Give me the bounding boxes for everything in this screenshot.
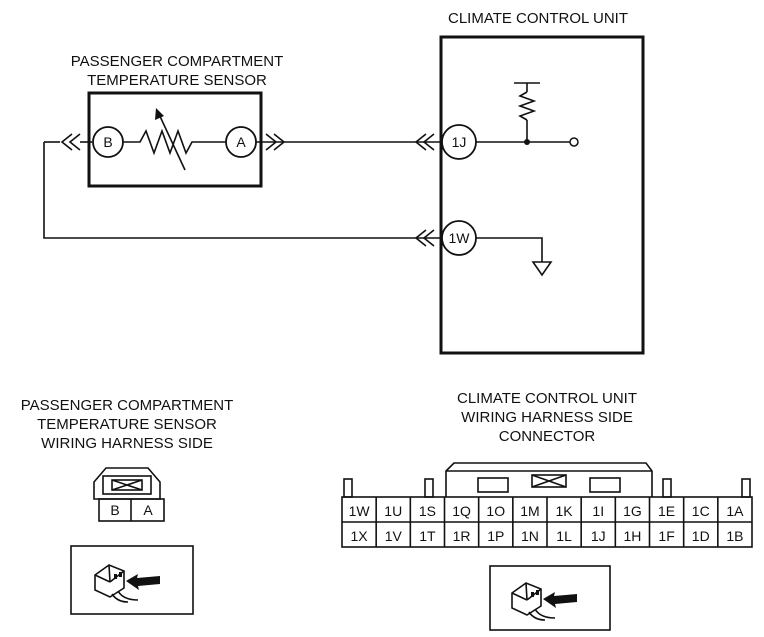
thermistor-icon: [123, 108, 226, 171]
ccu-conn-cell-1v: 1V: [385, 528, 403, 544]
sensor-conn-cell-b: B: [110, 502, 119, 518]
ccu-conn-cell-1f: 1F: [658, 528, 674, 544]
ccu-conn-cell-1c: 1C: [692, 503, 710, 519]
ccu-conn-cell-1g: 1G: [623, 503, 642, 519]
sensor-conn-title-line2: TEMPERATURE SENSOR: [37, 416, 217, 433]
orientation-inset-ccu: [489, 565, 611, 631]
ccu-conn-cell-1l: 1L: [556, 528, 572, 544]
ccu-pin-1j-label: 1J: [452, 134, 467, 150]
ccu-conn-cell-1j: 1J: [591, 528, 606, 544]
sensor-title-line1: PASSENGER COMPARTMENT: [71, 53, 284, 70]
ccu-conn-cell-1p: 1P: [487, 528, 504, 544]
sensor-conn-cell-a: A: [143, 502, 153, 518]
ccu-pin-1w-label: 1W: [449, 230, 471, 246]
wire-b-to-1w: [43, 142, 442, 239]
chevron-a-icon: [265, 133, 286, 151]
ccu-conn-cell-1i: 1I: [592, 503, 604, 519]
ccu-conn-cell-1x: 1X: [351, 528, 369, 544]
ccu-conn-title-line1: CLIMATE CONTROL UNIT: [457, 390, 637, 407]
sensor-conn-title-line3: WIRING HARNESS SIDE: [41, 435, 213, 452]
sensor-title-line2: TEMPERATURE SENSOR: [87, 72, 267, 89]
terminal-open-icon: [569, 137, 579, 147]
ccu-title: CLIMATE CONTROL UNIT: [448, 10, 628, 27]
ccu-conn-cell-1t: 1T: [419, 528, 436, 544]
chevron-1j-icon: [414, 133, 435, 151]
ccu-conn-cell-1d: 1D: [692, 528, 710, 544]
ccu-conn-cell-1r: 1R: [453, 528, 471, 544]
ccu-conn-cell-1h: 1H: [623, 528, 641, 544]
chevron-1w-icon: [414, 229, 435, 247]
ccu-conn-title-line2: WIRING HARNESS SIDE: [461, 409, 633, 426]
ccu-connector-grid: 1W 1U 1S 1Q 1O 1M 1K 1I 1G 1E 1C 1A 1X 1V 1T 1R 1P 1N 1L 1J…: [349, 497, 744, 547]
sensor-connector-face: [93, 467, 165, 522]
ccu-conn-cell-1a: 1A: [726, 503, 744, 519]
orientation-inset-sensor: [70, 545, 194, 615]
sensor-conn-title-line1: PASSENGER COMPARTMENT: [21, 397, 234, 414]
ccu-conn-title-line3: CONNECTOR: [499, 428, 596, 445]
chevron-b-icon: [60, 133, 92, 151]
ccu-conn-cell-1u: 1U: [384, 503, 402, 519]
ccu-conn-cell-1m: 1M: [520, 503, 539, 519]
junction-dot: [524, 139, 530, 145]
sensor-box: [87, 91, 263, 188]
ccu-conn-cell-1n: 1N: [521, 528, 539, 544]
ccu-conn-cell-1s: 1S: [419, 503, 436, 519]
sensor-pin-a-label: A: [236, 134, 246, 150]
ccu-conn-cell-1q: 1Q: [452, 503, 471, 519]
pullup-resistor-icon: [514, 82, 540, 142]
ccu-conn-cell-1e: 1E: [658, 503, 675, 519]
ccu-box: [439, 35, 645, 355]
ground-icon: [476, 237, 553, 277]
ccu-conn-cell-1w: 1W: [349, 503, 371, 519]
ccu-conn-cell-1b: 1B: [726, 528, 743, 544]
sensor-pin-b-label: B: [103, 134, 112, 150]
ccu-conn-cell-1k: 1K: [556, 503, 574, 519]
ccu-conn-cell-1o: 1O: [486, 503, 505, 519]
